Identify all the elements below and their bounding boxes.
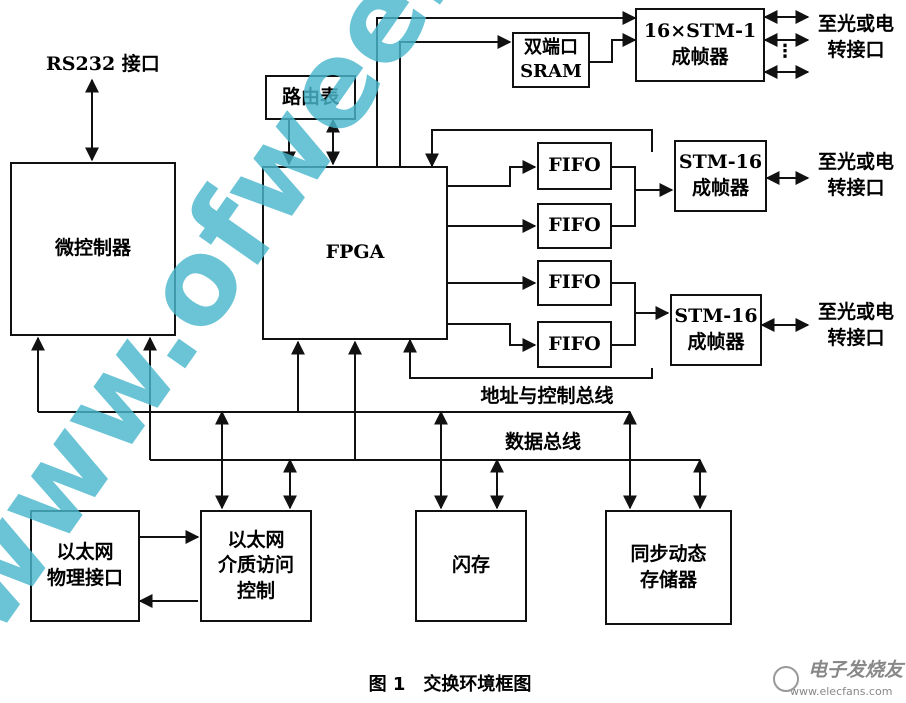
port-label-2: 至光或电 转接口: [817, 151, 894, 199]
sdram-block: 同步动态 存储器: [605, 510, 732, 625]
dual-port-sram-block: 双端口 SRAM: [512, 32, 590, 88]
stm1-framer-block: 16×STM-1 成帧器: [635, 8, 765, 82]
fpga-block: FPGA: [262, 166, 448, 340]
ethernet-phy-block: 以太网 物理接口: [30, 510, 140, 622]
vertical-ellipsis: ⋮: [776, 41, 794, 62]
fifo-block-3: FIFO: [537, 260, 612, 306]
fifo-block-1: FIFO: [537, 142, 612, 190]
stm16-framer-block-2: STM-16 成帧器: [670, 294, 762, 366]
ethernet-mac-block: 以太网 介质访问 控制: [200, 510, 312, 622]
stm16-framer-block-1: STM-16 成帧器: [674, 140, 767, 212]
figure-caption: 图 1 交换环境框图: [368, 674, 532, 695]
address-control-bus-label: 地址与控制总线: [480, 385, 614, 407]
port-label-3: 至光或电 转接口: [817, 301, 894, 349]
microcontroller-block: 微控制器: [10, 162, 176, 336]
fifo-block-2: FIFO: [537, 203, 612, 249]
port-label-1: 至光或电 转接口: [817, 13, 894, 61]
rs232-interface-label: RS232 接口: [46, 53, 160, 75]
data-bus-label: 数据总线: [504, 431, 581, 453]
fifo-block-4: FIFO: [537, 321, 612, 368]
flash-memory-block: 闪存: [415, 510, 527, 622]
routing-table-block: 路由表: [265, 75, 356, 120]
